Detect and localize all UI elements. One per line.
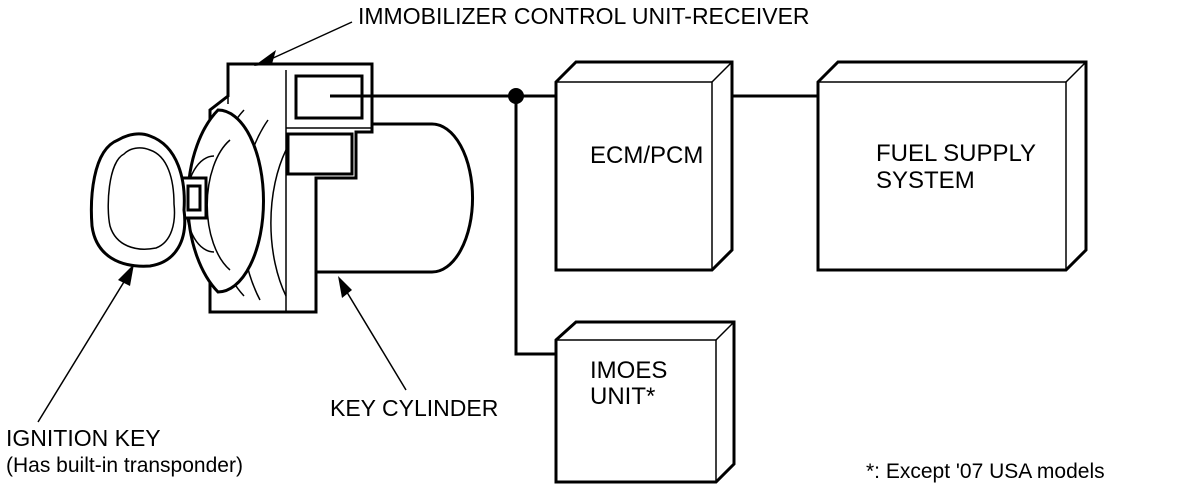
imoes-unit-box bbox=[554, 320, 736, 484]
fuel-supply-label-line1: FUEL SUPPLY bbox=[876, 140, 1036, 167]
footnote: *: Except '07 USA models bbox=[866, 460, 1105, 483]
key-cylinder-rings bbox=[185, 108, 287, 301]
ignition-key bbox=[89, 132, 208, 268]
imoes-label-line2: UNIT* bbox=[590, 383, 655, 410]
ignition-key-sublabel: (Has built-in transponder) bbox=[6, 454, 243, 477]
junction-dot bbox=[508, 88, 524, 104]
wiring bbox=[330, 88, 832, 356]
fuel-supply-label-line2: SYSTEM bbox=[876, 167, 975, 194]
leader-lines bbox=[37, 21, 407, 423]
ignition-key-label: IGNITION KEY bbox=[6, 425, 161, 451]
fuel-supply-box bbox=[816, 60, 1088, 272]
ecm-pcm-label: ECM/PCM bbox=[590, 142, 703, 169]
imoes-label-line1: IMOES bbox=[590, 357, 667, 384]
immobilizer-label: IMMOBILIZER CONTROL UNIT-RECEIVER bbox=[358, 3, 810, 29]
ecm-pcm-box bbox=[554, 60, 734, 272]
key-cylinder-label: KEY CYLINDER bbox=[330, 395, 498, 421]
